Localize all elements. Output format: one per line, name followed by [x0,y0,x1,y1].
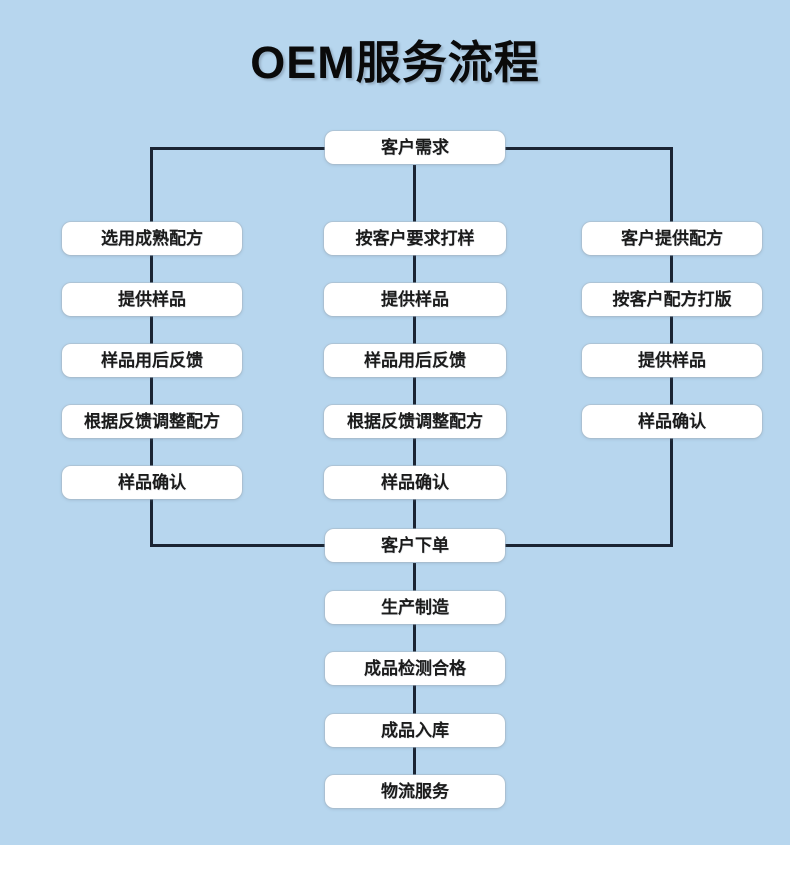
bottom-white-margin [0,845,790,883]
node-label: 提供样品 [118,290,186,309]
node-label: 根据反馈调整配方 [84,412,220,431]
connector-left-2-3 [150,316,153,344]
connector-mid-0-1 [413,194,416,224]
connector-right-1-2 [670,255,673,283]
node-right-step-3[interactable]: 提供样品 [582,344,762,377]
flowchart-canvas: OEM服务流程 客户需求 选用成熟配方 提供样品 样品用后反馈 [0,0,790,845]
node-label: 按客户要求打样 [355,229,475,248]
node-label: 成品入库 [381,721,449,740]
connector-right-3-4 [670,377,673,405]
connector-top-bus-left [150,147,330,150]
connector-right-branch-drop [670,147,673,225]
connector-tail-3-4 [413,747,416,775]
node-tail-step-4[interactable]: 物流服务 [325,775,505,808]
connector-left-3-4 [150,377,153,405]
node-label: 生产制造 [381,598,449,617]
node-merge-customer-order[interactable]: 客户下单 [325,529,505,562]
node-label: 物流服务 [381,782,449,801]
node-label: 样品确认 [118,473,186,492]
node-left-step-4[interactable]: 根据反馈调整配方 [62,405,242,438]
node-label: 样品确认 [638,412,706,431]
connector-merge-tail-1 [413,563,416,592]
node-right-step-2[interactable]: 按客户配方打版 [582,283,762,316]
node-label: 客户下单 [381,536,449,555]
connector-tail-2-3 [413,685,416,714]
connector-mid-2-3 [413,316,416,344]
connector-top-bus-right [500,147,672,150]
node-label: 提供样品 [381,290,449,309]
node-left-step-3[interactable]: 样品用后反馈 [62,344,242,377]
connector-mid-1-2 [413,255,416,283]
node-label: 样品确认 [381,473,449,492]
node-mid-step-1[interactable]: 按客户要求打样 [324,222,506,255]
node-mid-step-4[interactable]: 根据反馈调整配方 [324,405,506,438]
node-label: 提供样品 [638,351,706,370]
node-label: 成品检测合格 [364,659,466,678]
node-tail-step-1[interactable]: 生产制造 [325,591,505,624]
connector-left-to-merge-down [150,499,153,547]
node-label: 样品用后反馈 [364,351,466,370]
node-start-customer-requirement[interactable]: 客户需求 [325,131,505,164]
connector-left-to-merge-across [150,544,330,547]
node-right-step-4[interactable]: 样品确认 [582,405,762,438]
page-title-text: OEM服务流程 [250,37,540,88]
node-left-step-5[interactable]: 样品确认 [62,466,242,499]
connector-mid-4-5 [413,438,416,466]
node-tail-step-3[interactable]: 成品入库 [325,714,505,747]
node-left-step-1[interactable]: 选用成熟配方 [62,222,242,255]
node-left-step-2[interactable]: 提供样品 [62,283,242,316]
node-label: 客户提供配方 [621,229,723,248]
connector-tail-1-2 [413,624,416,652]
node-mid-step-3[interactable]: 样品用后反馈 [324,344,506,377]
node-right-step-1[interactable]: 客户提供配方 [582,222,762,255]
node-label: 样品用后反馈 [101,351,203,370]
node-label: 根据反馈调整配方 [347,412,483,431]
connector-mid-3-4 [413,377,416,405]
node-label: 选用成熟配方 [101,229,203,248]
node-label: 按客户配方打版 [612,290,732,309]
node-mid-step-2[interactable]: 提供样品 [324,283,506,316]
connector-start-down [413,165,416,195]
node-mid-step-5[interactable]: 样品确认 [324,466,506,499]
page-title: OEM服务流程 [0,26,790,91]
connector-right-to-merge-down [670,438,673,547]
connector-mid-to-merge [413,499,416,531]
connector-left-4-5 [150,438,153,466]
connector-left-branch-drop [150,147,153,225]
node-label: 客户需求 [381,138,449,157]
node-tail-step-2[interactable]: 成品检测合格 [325,652,505,685]
connector-left-1-2 [150,255,153,283]
connector-right-to-merge-across [497,544,673,547]
connector-right-2-3 [670,316,673,344]
